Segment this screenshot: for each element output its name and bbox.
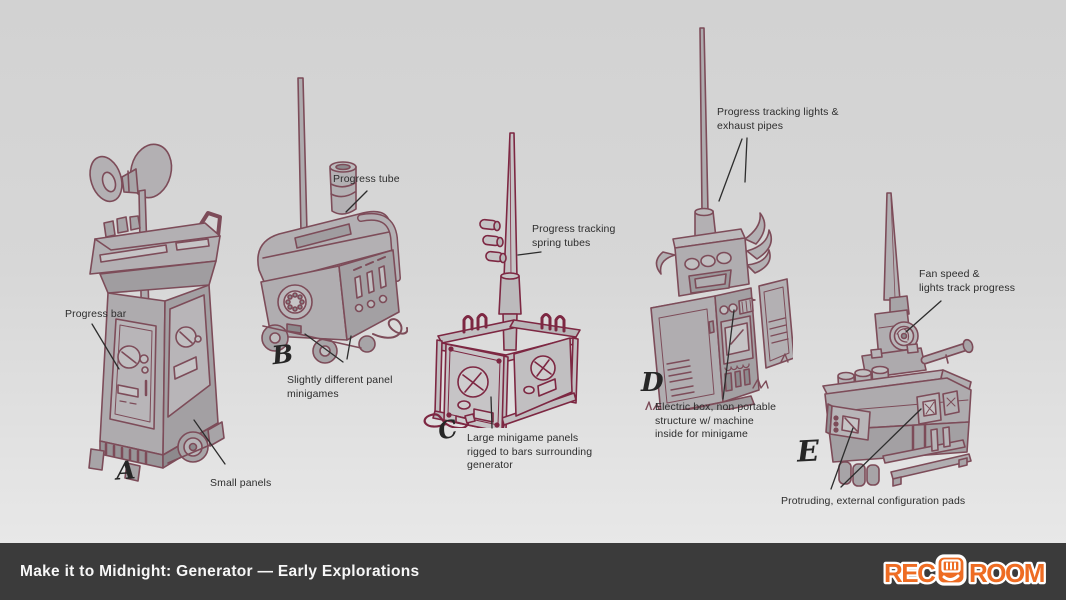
logo-text-rec: REC — [884, 558, 936, 588]
slide-title: Make it to Midnight: Generator — Early E… — [20, 562, 420, 580]
footer-bar: Make it to Midnight: Generator — Early E… — [0, 543, 1066, 600]
sketch-d-electric-box-drawing — [645, 27, 793, 410]
annotation-config-pads: Protruding, external configuration pads — [781, 495, 966, 507]
annotation-progress-bar: Progress bar — [65, 308, 127, 320]
annotation-spring-tubes: Progress tracking spring tubes — [532, 223, 616, 249]
recroom-face-icon — [935, 553, 967, 586]
recroom-logo: REC ROOM — [881, 550, 1066, 594]
logo-text-room: ROOM — [969, 558, 1044, 588]
sketch-label-a: A — [115, 455, 137, 486]
annotation-small-panels: Small panels — [210, 477, 272, 489]
annotation-progress-tube: Progress tube — [333, 173, 400, 185]
sketch-e-generator-drawing — [822, 192, 974, 487]
annotation-fan-speed: Fan speed & lights track progress — [919, 268, 1016, 294]
annotation-large-panels: Large minigame panels rigged to bars sur… — [467, 432, 593, 472]
sketch-label-b: B — [270, 338, 295, 371]
annotation-lights-pipes: Progress tracking lights & exhaust pipes — [717, 106, 839, 132]
sketch-b-generator-drawing — [257, 77, 408, 364]
sketch-label-e: E — [796, 433, 820, 469]
recroom-logo-graphic: REC ROOM — [882, 553, 1048, 590]
sketch-label-d: D — [641, 368, 664, 398]
annotation-panel-minigames: Slightly different panel minigames — [287, 374, 393, 400]
sketch-c-generator-drawing — [423, 132, 581, 428]
annotation-electric-box: Electric box, non portable structure w/ … — [655, 401, 777, 441]
